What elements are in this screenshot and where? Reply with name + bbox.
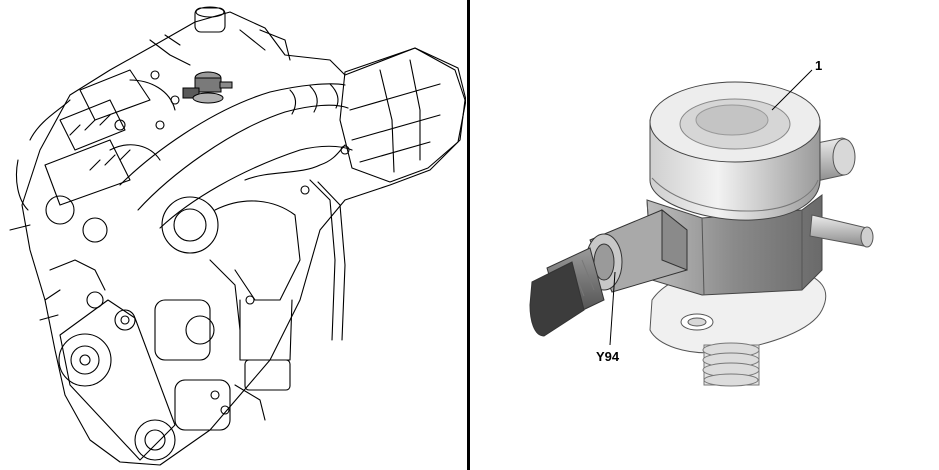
high-pressure-pump-illustration: 1 Y94 bbox=[529, 58, 874, 387]
callout-label-pump: 1 bbox=[815, 58, 822, 73]
callout-label-sensor: Y94 bbox=[596, 349, 620, 364]
engine-line-art bbox=[9, 6, 466, 466]
solenoid-valve-connector bbox=[529, 208, 688, 337]
fuel-inlet-pipe bbox=[809, 214, 874, 248]
pump-cap bbox=[649, 81, 821, 221]
threaded-stem bbox=[702, 342, 760, 387]
callout-pump: 1 bbox=[771, 58, 822, 111]
pump-highlight-on-engine bbox=[182, 71, 233, 104]
pump-detail-view: 1 Y94 bbox=[472, 0, 939, 470]
callout-sensor: Y94 bbox=[596, 271, 620, 364]
engine-overview-drawing bbox=[0, 0, 466, 470]
panel-divider bbox=[467, 0, 470, 470]
